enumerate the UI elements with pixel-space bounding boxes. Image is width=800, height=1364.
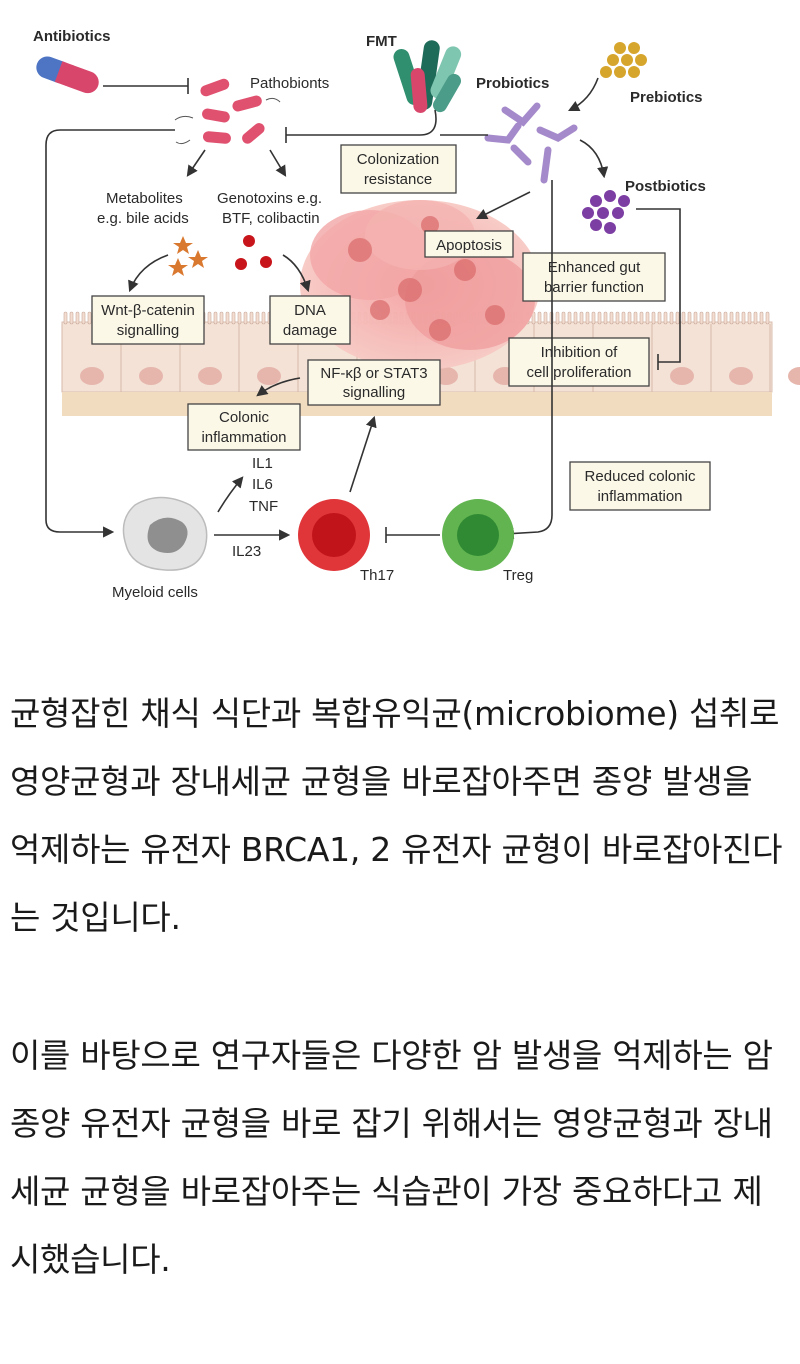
myeloid-cell-icon (122, 496, 208, 571)
article-paragraph-2: 이를 바탕으로 연구자들은 다양한 암 발생을 억제하는 암 종양 유전자 균형… (10, 1036, 773, 1279)
enhanced-barrier-box (522, 252, 666, 302)
prebiotics-label: Prebiotics (630, 89, 703, 106)
th17-label: Th17 (360, 567, 394, 584)
fmt-bacteria-icon (393, 40, 462, 113)
antibiotics-label: Antibiotics (33, 28, 111, 45)
wnt-line2: signalling (117, 322, 180, 339)
apoptosis-box (424, 230, 514, 258)
treg-label: Treg (503, 567, 533, 584)
postbiotics-icon (582, 190, 630, 234)
genotoxin-dots-icon (235, 235, 272, 270)
pathobionts-label: Pathobionts (250, 75, 329, 92)
microbiome-cancer-diagram: Antibiotics Pathobionts FMT Probiotics (33, 28, 800, 601)
enhanced-line2: barrier function (544, 279, 644, 296)
apoptosis-text: Apoptosis (436, 237, 502, 254)
probiotics-icon (484, 102, 578, 184)
il23-label: IL23 (232, 543, 261, 560)
genotoxins-label-1: Genotoxins e.g. (217, 190, 322, 207)
nfkb-stat3-box (307, 359, 441, 406)
colonization-line1: Colonization (357, 151, 440, 168)
prebiotics-hexagons-icon (600, 42, 647, 78)
antibiotics-capsule-icon (36, 56, 99, 94)
il1-label: IL1 (252, 455, 273, 472)
reduced-inflammation-box (569, 461, 711, 511)
inhibition-proliferation-box (508, 337, 650, 387)
metabolite-stars-icon (168, 236, 208, 276)
tumor-mass (300, 200, 540, 370)
nfkb-line1: NF-κβ or STAT3 (320, 365, 427, 382)
colonization-line2: resistance (364, 171, 432, 188)
dna-line1: DNA (294, 302, 326, 319)
treg-cell-icon (442, 499, 514, 571)
colonic-line1: Colonic (219, 409, 270, 426)
postbiotics-label: Postbiotics (625, 178, 706, 195)
article-body: 균형잡힌 채식 식단과 복합유익균(microbiome) 섭취로 영양균형과 … (10, 680, 790, 1364)
th17-cell-icon (298, 499, 370, 571)
wnt-line1: Wnt-β-catenin (101, 302, 195, 319)
reduced-line1: Reduced colonic (585, 468, 696, 485)
reduced-line2: inflammation (597, 488, 682, 505)
nfkb-line2: signalling (343, 384, 406, 401)
dna-line2: damage (283, 322, 337, 339)
pathobionts-bacteria-icon (174, 78, 281, 145)
inhibition-line1: Inhibition of (541, 344, 619, 361)
article-paragraph-1: 균형잡힌 채식 식단과 복합유익균(microbiome) 섭취로 영양균형과 … (10, 694, 783, 937)
fmt-label: FMT (366, 33, 397, 50)
wnt-signalling-box (91, 295, 205, 345)
colonic-inflammation-box (187, 403, 301, 451)
colonization-resistance-box (340, 144, 457, 194)
dna-damage-box (269, 295, 351, 345)
metabolites-label-2: e.g. bile acids (97, 210, 189, 227)
il6-label: IL6 (252, 476, 273, 493)
inhibition-line2: cell proliferation (526, 364, 631, 381)
metabolites-label-1: Metabolites (106, 190, 183, 207)
tnf-label: TNF (249, 498, 278, 515)
colonic-line2: inflammation (201, 429, 286, 446)
myeloid-label: Myeloid cells (112, 584, 198, 601)
genotoxins-label-2: BTF, colibactin (222, 210, 320, 227)
enhanced-line1: Enhanced gut (548, 259, 641, 276)
probiotics-label: Probiotics (476, 75, 549, 92)
